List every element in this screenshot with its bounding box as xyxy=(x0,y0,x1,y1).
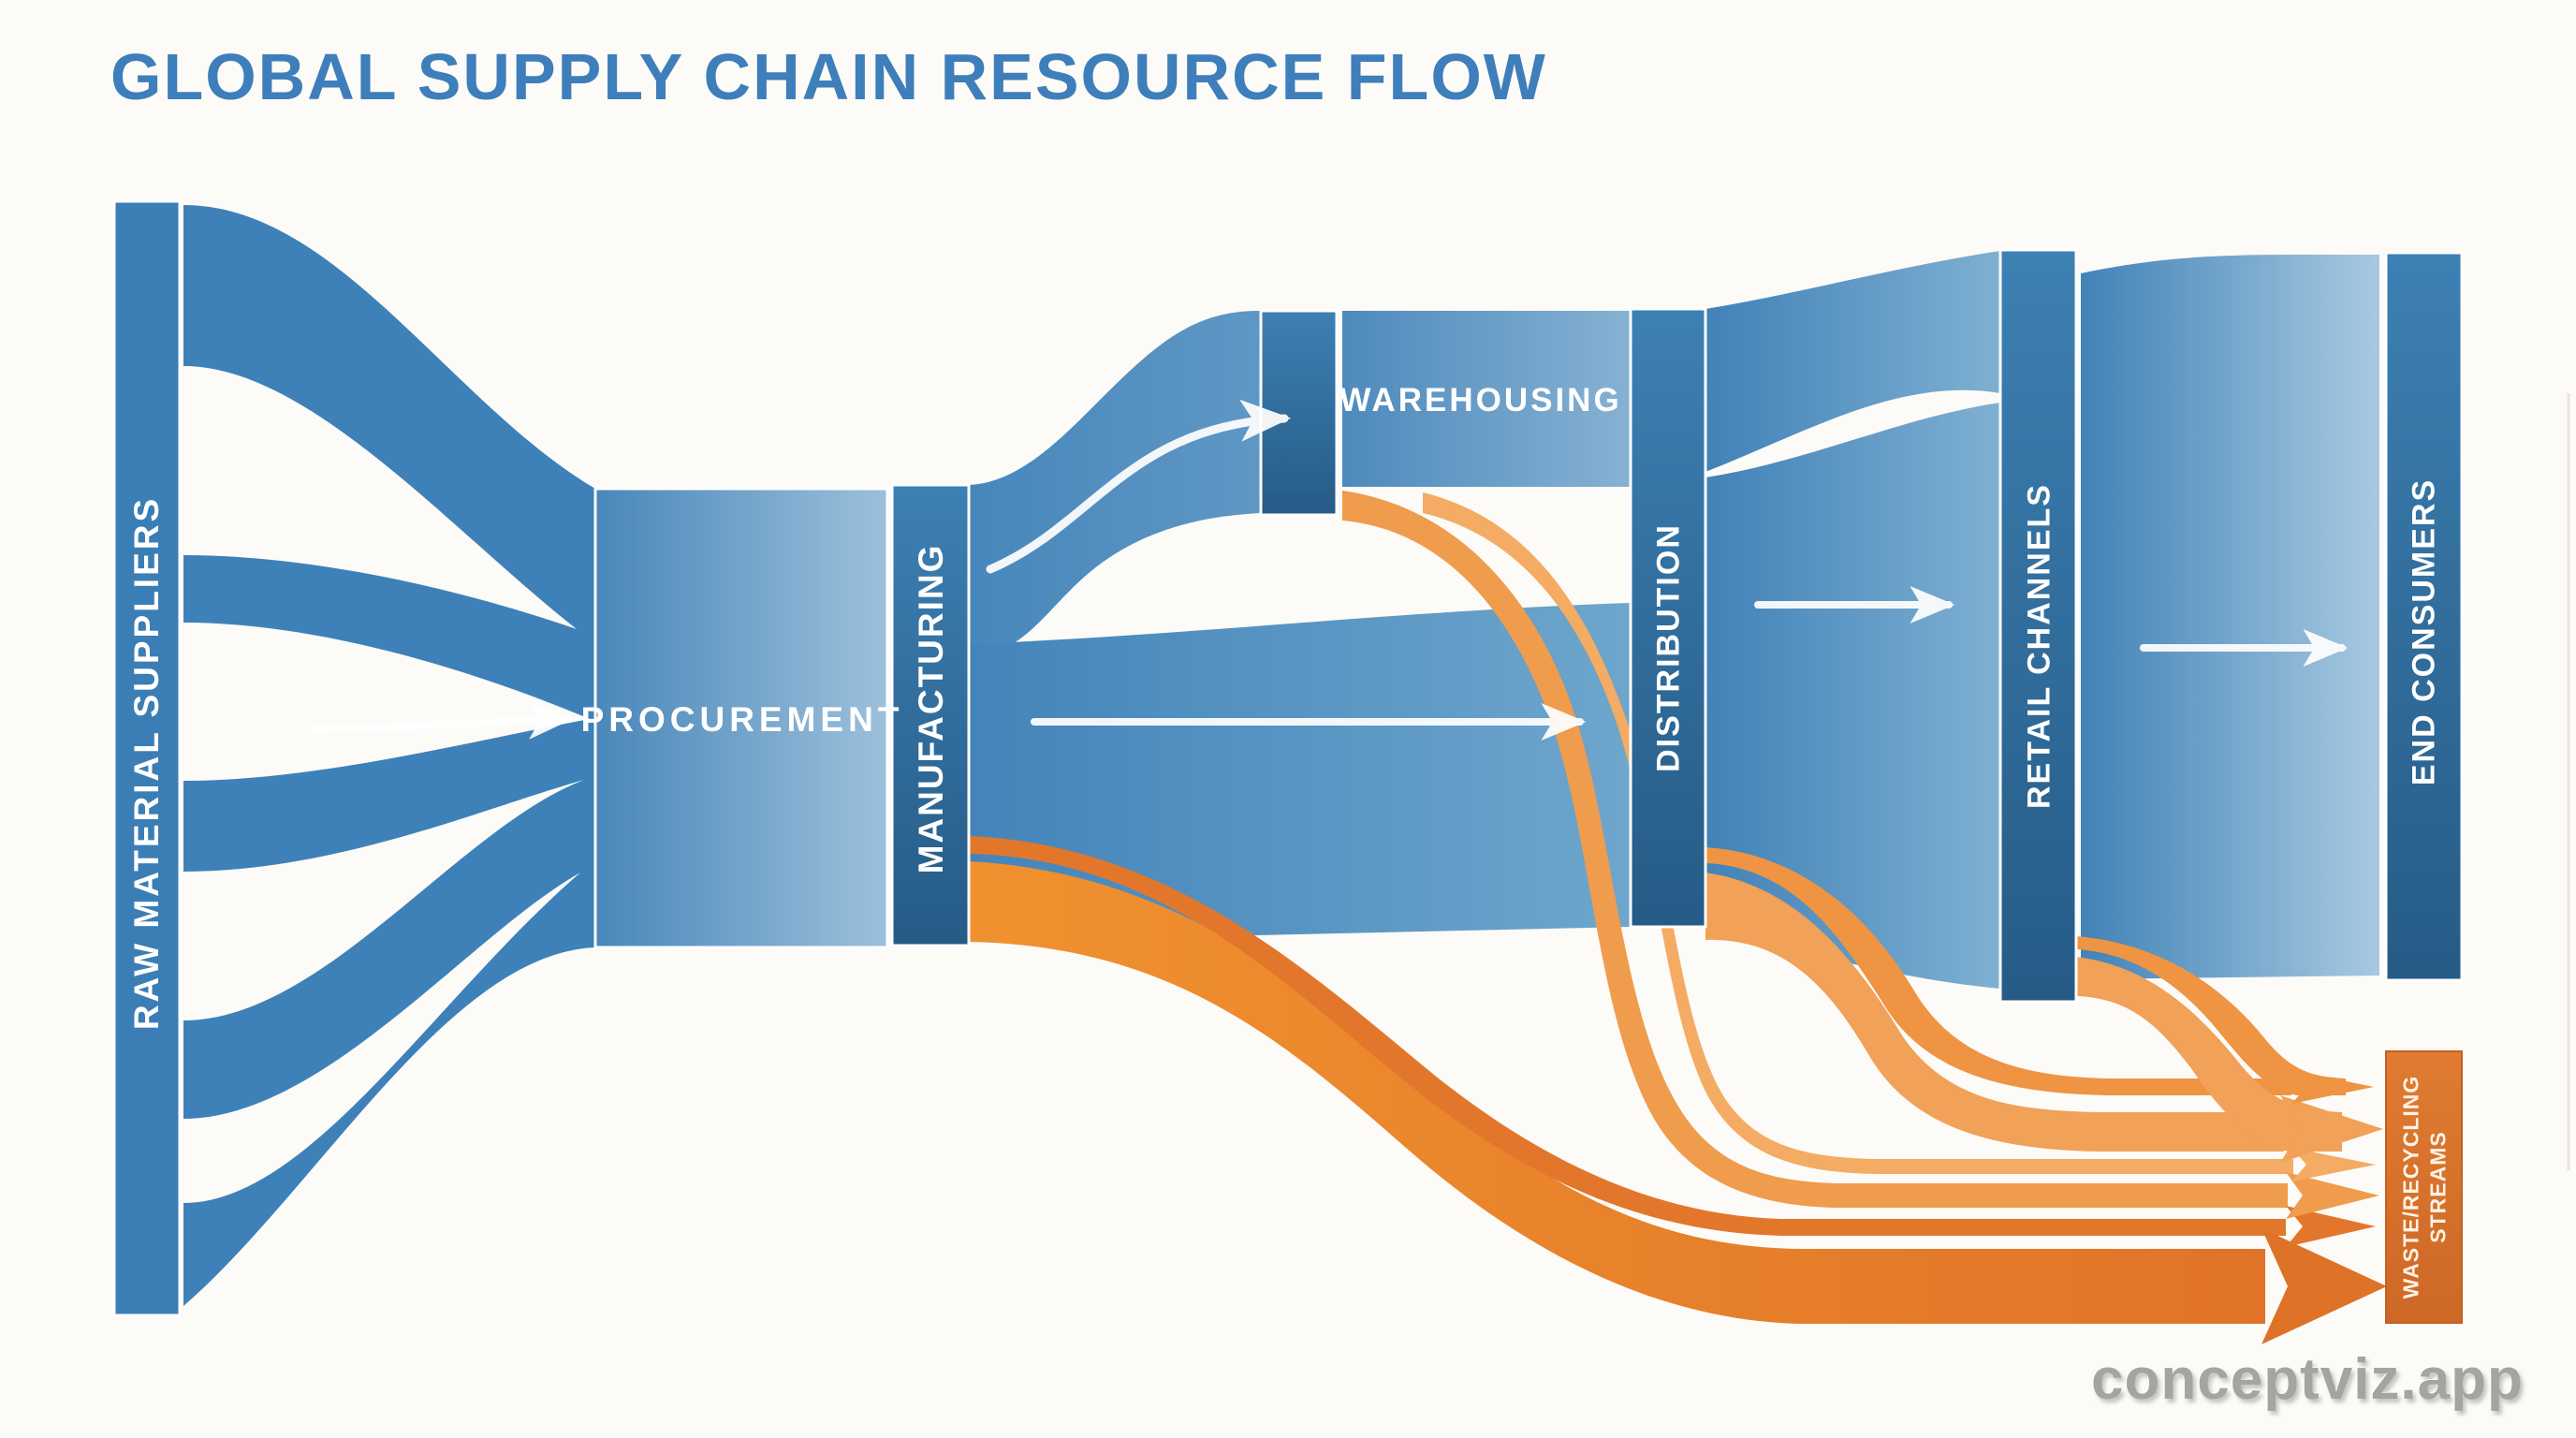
direction-arrows xyxy=(310,399,2349,741)
waste-arrowhead xyxy=(2280,1095,2383,1163)
flow-gap-wedge xyxy=(183,366,577,629)
end-consumers-node-bar xyxy=(2384,251,2464,982)
waste-flow-distribution-thin xyxy=(1705,847,2291,1095)
manufacturing-node-bar xyxy=(890,483,971,947)
procurement-node-box xyxy=(593,487,889,949)
retail-channels-node-label: RETAIL CHANNELS xyxy=(2021,483,2057,809)
flow-warehousing-to-distribution xyxy=(1342,311,1631,487)
page-title: GLOBAL SUPPLY CHAIN RESOURCE FLOW xyxy=(110,40,1547,113)
arrow-raw-to-procurement xyxy=(310,701,574,740)
watermark: conceptviz.app xyxy=(2091,1347,2524,1412)
flow-distribution-to-retail-main xyxy=(1705,403,2000,989)
waste-arrowhead xyxy=(2291,1070,2374,1104)
warehousing-node-label: WAREHOUSING xyxy=(1339,382,1622,418)
waste-label-line2: STREAMS xyxy=(2425,1131,2450,1243)
flow-retail-to-end xyxy=(2081,255,2379,979)
flow-manufacturing-to-distribution xyxy=(969,603,1631,942)
waste-flow-manufacturing-thin xyxy=(969,836,2286,1236)
waste-flow-retail-thin xyxy=(2076,936,2346,1095)
waste-arrowhead xyxy=(2291,1148,2376,1181)
arrow-manufacturing-to-warehousing xyxy=(986,399,1292,574)
distribution-node-label: DISTRIBUTION xyxy=(1650,523,1687,772)
raw-suppliers-node-label: RAW MATERIAL SUPPLIERS xyxy=(127,495,166,1031)
waste-flow-distribution-wide xyxy=(1705,873,2284,1152)
waste-arrowhead xyxy=(2286,1206,2376,1247)
distribution-node-bar xyxy=(1629,307,1707,929)
flow-gap-wedge xyxy=(183,623,590,781)
flow-distribution-to-retail-top xyxy=(1705,251,2000,472)
end-consumers-node-label: END CONSUMERS xyxy=(2406,477,2442,786)
warehousing-node-bar xyxy=(1259,309,1339,517)
waste-flow-manufacturing-wide xyxy=(969,861,2265,1324)
flow-gap-wedge xyxy=(183,873,580,1203)
retail-channels-node-bar xyxy=(1998,248,2078,1004)
waste-arrowhead xyxy=(2286,1172,2379,1219)
waste-recycling-node-bar xyxy=(2385,1050,2463,1324)
waste-flow-retail-wide xyxy=(2076,957,2342,1152)
procurement-node-label: PROCUREMENT xyxy=(580,700,904,739)
waste-label-line1: WASTE/RECYCLING xyxy=(2398,1075,2423,1299)
manufacturing-node-label: MANUFACTURING xyxy=(912,543,950,874)
waste-arrowhead xyxy=(2261,1228,2387,1344)
waste-recycling-node-label: WASTE/RECYCLING STREAMS xyxy=(2397,1076,2452,1299)
raw-suppliers-node-bar xyxy=(112,199,182,1317)
flow-gap-wedge xyxy=(183,780,584,1020)
